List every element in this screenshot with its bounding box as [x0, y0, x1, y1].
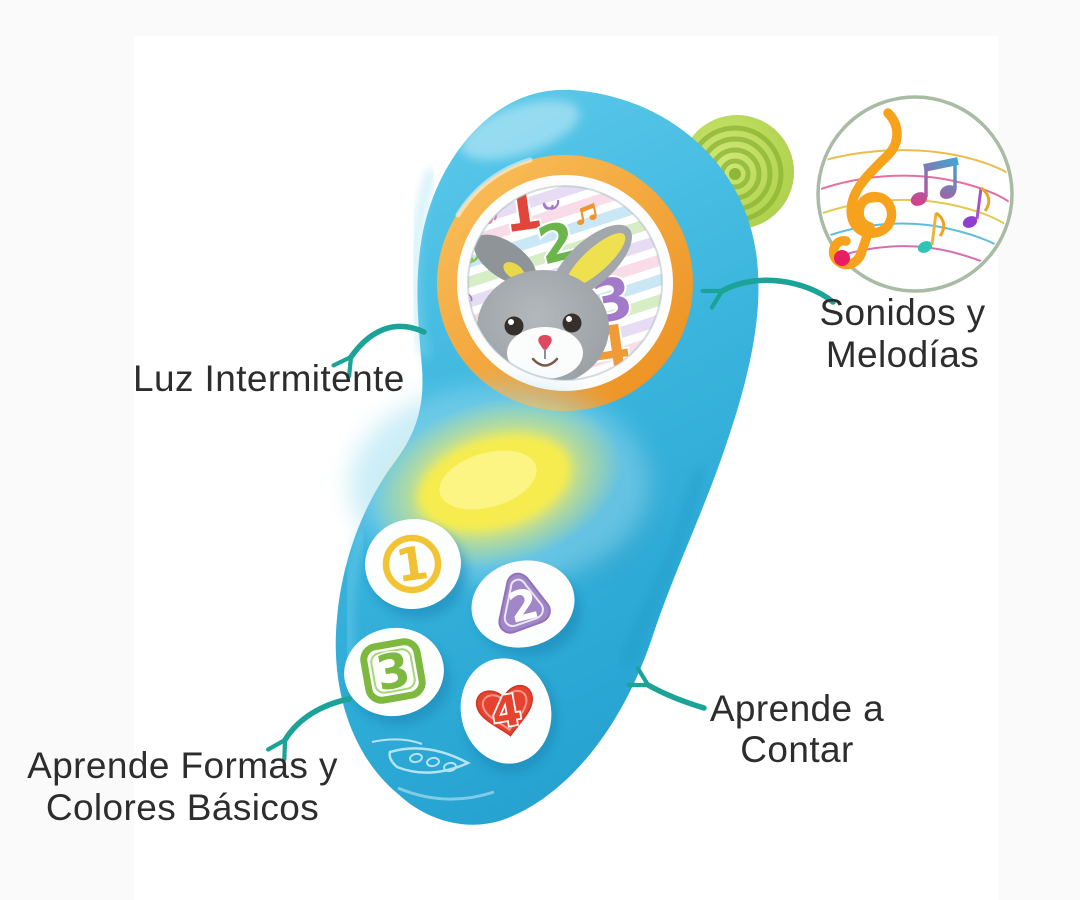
- label-aprende-contar: Aprende a Contar: [697, 688, 897, 770]
- arrow-sonidos-melodias: [700, 277, 836, 310]
- triangle-shape-icon: [498, 572, 551, 634]
- screen: 1 2 3 4: [437, 155, 693, 411]
- speaker-detail: [371, 738, 495, 801]
- label-luz-intermitente: Luz Intermitente: [133, 358, 405, 399]
- label-contar-line2: Contar: [740, 729, 854, 770]
- music-notes-icon: [816, 95, 1014, 293]
- treble-clef-icon: [828, 108, 902, 270]
- label-formas-line2: Colores Básicos: [45, 787, 320, 828]
- label-sonidos-line1: Sonidos y: [819, 292, 986, 333]
- arrow-aprende-contar: [626, 666, 707, 711]
- flashing-light: [350, 385, 650, 585]
- heart-shape-icon: [476, 684, 533, 737]
- eighth-note-teal-icon: [917, 211, 946, 253]
- arrow-aprende-formas: [266, 696, 352, 762]
- label-formas-line1: Aprende Formas y: [27, 745, 338, 786]
- circle-shape-icon: [382, 534, 442, 594]
- rabbit-face: [473, 224, 632, 380]
- button-1: 1: [365, 518, 467, 618]
- label-sonidos-line2: Melodías: [825, 334, 980, 375]
- button-3: 3: [344, 627, 450, 725]
- square-shape-icon: [360, 638, 426, 704]
- button-number-1: 1: [392, 535, 431, 593]
- eighth-note-purple-icon: [962, 186, 991, 228]
- beamed-notes-icon: [910, 157, 959, 206]
- arrow-luz-intermitente: [331, 323, 427, 379]
- button-2: 2: [471, 560, 581, 656]
- label-aprende-formas: Aprende Formas y Colores Básicos: [25, 745, 340, 829]
- button-number-3: 3: [372, 642, 415, 703]
- label-contar-line1: Aprende a: [709, 688, 885, 729]
- button-4: 4: [460, 658, 557, 773]
- label-sonidos-melodias: Sonidos y Melodías: [795, 292, 1010, 376]
